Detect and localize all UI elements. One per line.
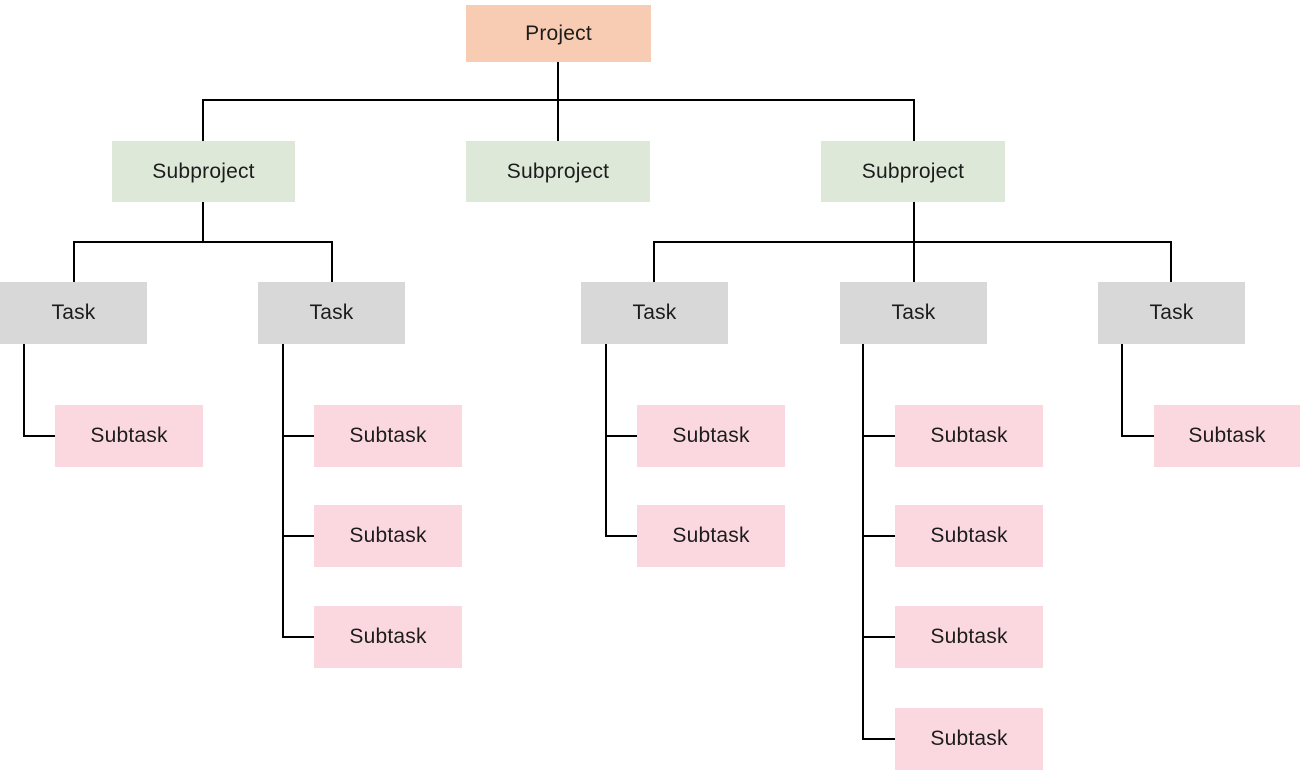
task-node-4: Task [840, 282, 987, 344]
connector [862, 738, 895, 740]
connector [862, 435, 895, 437]
subtask-node-4-2: Subtask [895, 505, 1043, 567]
connector [282, 435, 314, 437]
subtask-node-2-1: Subtask [314, 405, 462, 467]
connector [1121, 435, 1154, 437]
task-node-5: Task [1098, 282, 1245, 344]
connector [913, 99, 915, 141]
connector [73, 241, 333, 243]
connector [202, 99, 915, 101]
task-node-3: Task [581, 282, 728, 344]
subtask-node-2-3: Subtask [314, 606, 462, 668]
connector [202, 99, 204, 141]
connector [653, 241, 1172, 243]
project-node: Project [466, 5, 651, 62]
connector [282, 535, 314, 537]
connector [202, 202, 204, 242]
subtask-node-3-2: Subtask [637, 505, 785, 567]
subtask-node-4-4: Subtask [895, 708, 1043, 770]
connector [23, 435, 55, 437]
subtask-node-1-1: Subtask [55, 405, 203, 467]
task-node-2: Task [258, 282, 405, 344]
connector [331, 241, 333, 282]
connector [862, 344, 864, 739]
connector [23, 344, 25, 437]
connector [282, 344, 284, 637]
subproject-node-3: Subproject [821, 141, 1005, 202]
connector [73, 241, 75, 282]
connector [1121, 344, 1123, 437]
connector [605, 535, 637, 537]
connector [557, 62, 559, 141]
subtask-node-2-2: Subtask [314, 505, 462, 567]
task-node-1: Task [0, 282, 147, 344]
subtask-node-3-1: Subtask [637, 405, 785, 467]
subtask-node-4-3: Subtask [895, 606, 1043, 668]
connector [862, 636, 895, 638]
subproject-node-2: Subproject [466, 141, 650, 202]
subtask-node-5-1: Subtask [1154, 405, 1300, 467]
connector [605, 344, 607, 536]
connector [653, 241, 655, 282]
connector [1170, 241, 1172, 282]
connector [862, 535, 895, 537]
connector [605, 435, 637, 437]
connector [282, 636, 314, 638]
subtask-node-4-1: Subtask [895, 405, 1043, 467]
subproject-node-1: Subproject [112, 141, 295, 202]
